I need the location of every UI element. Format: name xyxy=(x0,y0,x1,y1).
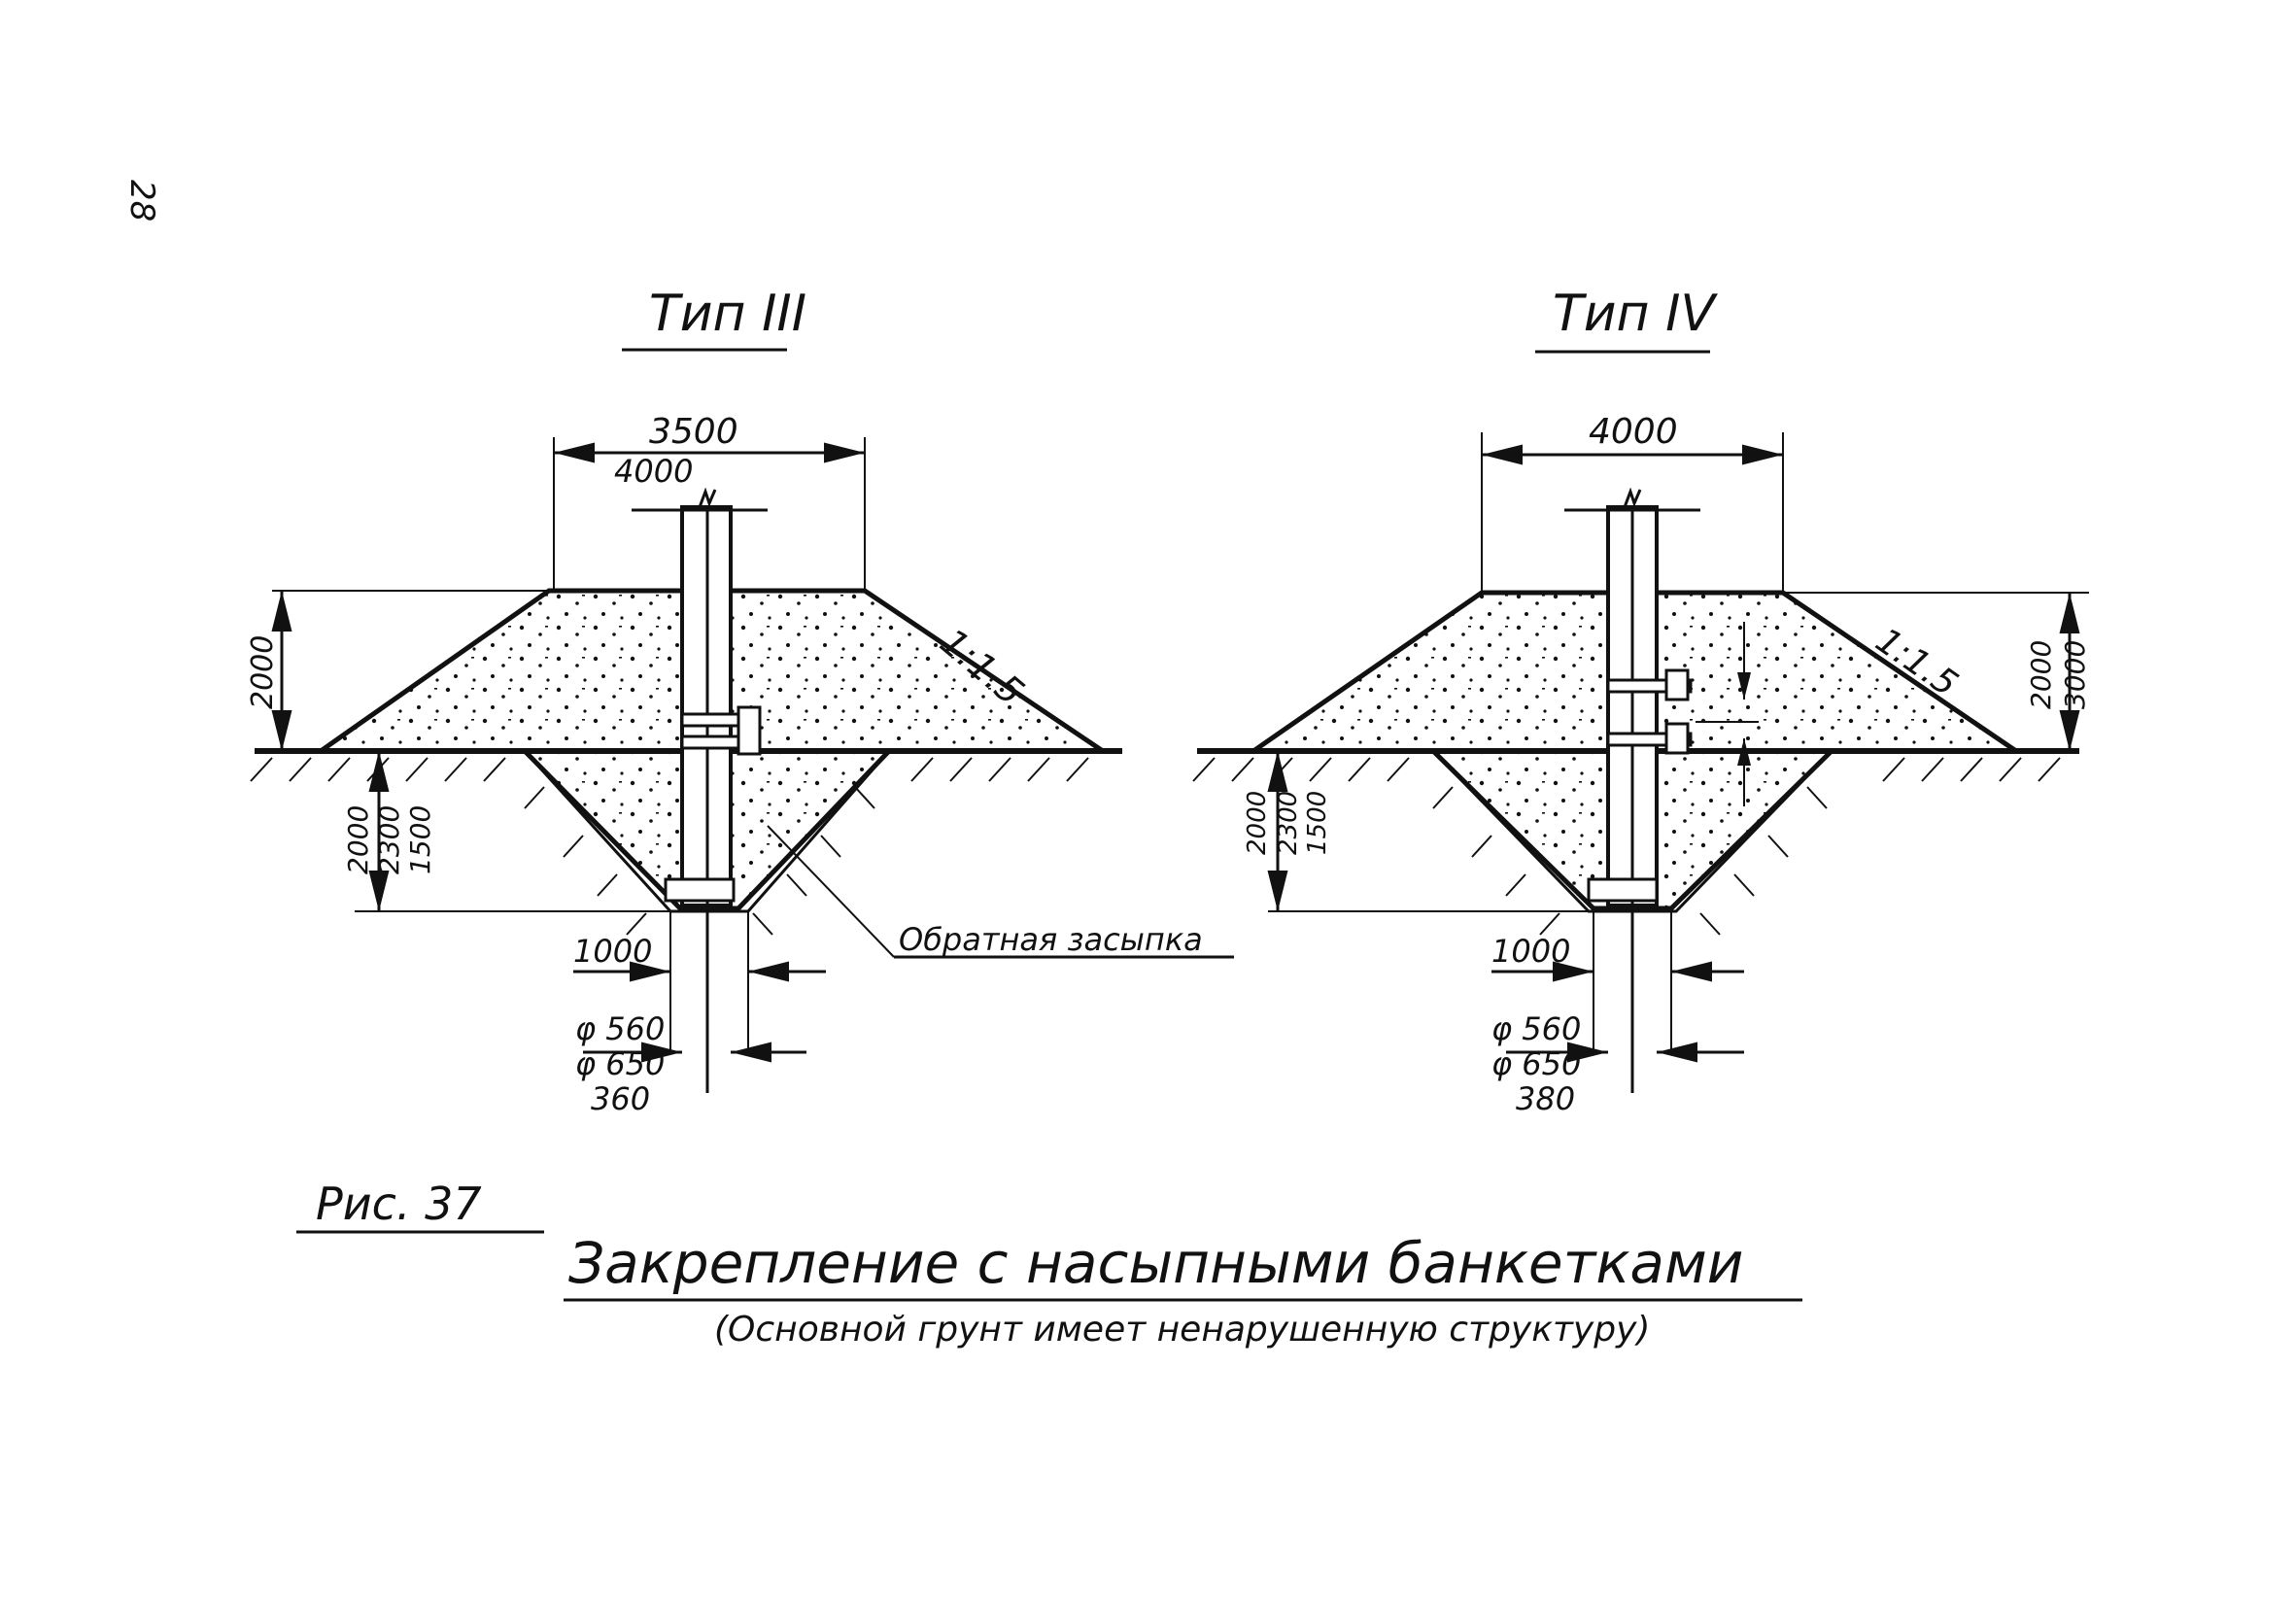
type3-ground-hatching xyxy=(250,757,1089,936)
type3-top-width-2: 4000 xyxy=(614,453,693,490)
type3-crossbar-clamp xyxy=(664,705,762,903)
type3-depth-2: 2300 xyxy=(373,805,405,874)
type4-title: Тип IV xyxy=(1553,285,1718,343)
type4-depth-3: 1500 xyxy=(1303,791,1332,855)
type3-break-mark xyxy=(698,487,717,508)
type4-depth-2: 2300 xyxy=(1274,791,1303,855)
type4-depth-1: 2000 xyxy=(1243,791,1272,855)
type3-diam-2: φ 650 xyxy=(575,1045,665,1082)
type3-drawing: Тип III 3500 4000 1:1.5 xyxy=(246,285,1234,1117)
figure-title: Закрепление с насыпными банкетками xyxy=(568,1230,1743,1296)
type3-height-above: 2000 xyxy=(246,635,280,709)
type3-diam-3: 360 xyxy=(591,1080,650,1117)
figure-caption: Рис. 37 Закрепление с насыпными банкетка… xyxy=(296,1178,1802,1350)
type4-crossbar-clamps xyxy=(1587,668,1693,903)
type3-pit-edge xyxy=(523,749,891,913)
type3-depth-1: 2000 xyxy=(342,805,374,874)
figure-subtitle: (Основной грунт имеет ненарушенную струк… xyxy=(714,1310,1650,1350)
page-number: 28 xyxy=(122,180,161,222)
type3-backfill-leader xyxy=(767,825,895,958)
type4-ground-hatching xyxy=(1192,757,2061,936)
type4-diam-3: 380 xyxy=(1516,1080,1575,1117)
type3-diam-1: φ 560 xyxy=(575,1010,665,1047)
type4-height-above-2: 3000 xyxy=(2059,640,2091,709)
type4-bottom-width: 1000 xyxy=(1491,933,1570,970)
type3-backfill-label: Обратная засыпка xyxy=(899,921,1203,958)
type4-break-mark xyxy=(1623,487,1642,508)
type4-drawing: Тип IV 4000 1:1.5 xyxy=(1192,285,2091,1117)
type3-top-width-1: 3500 xyxy=(649,412,738,452)
type3-bottom-width: 1000 xyxy=(573,933,652,970)
type4-diam-1: φ 560 xyxy=(1491,1010,1581,1047)
figure-number: Рис. 37 xyxy=(316,1178,482,1230)
type3-title: Тип III xyxy=(649,285,806,343)
type4-top-width: 4000 xyxy=(1589,412,1678,452)
type4-height-above-1: 2000 xyxy=(2025,640,2057,709)
type3-depth-3: 1500 xyxy=(404,805,436,874)
type4-diam-2: φ 650 xyxy=(1491,1045,1581,1082)
